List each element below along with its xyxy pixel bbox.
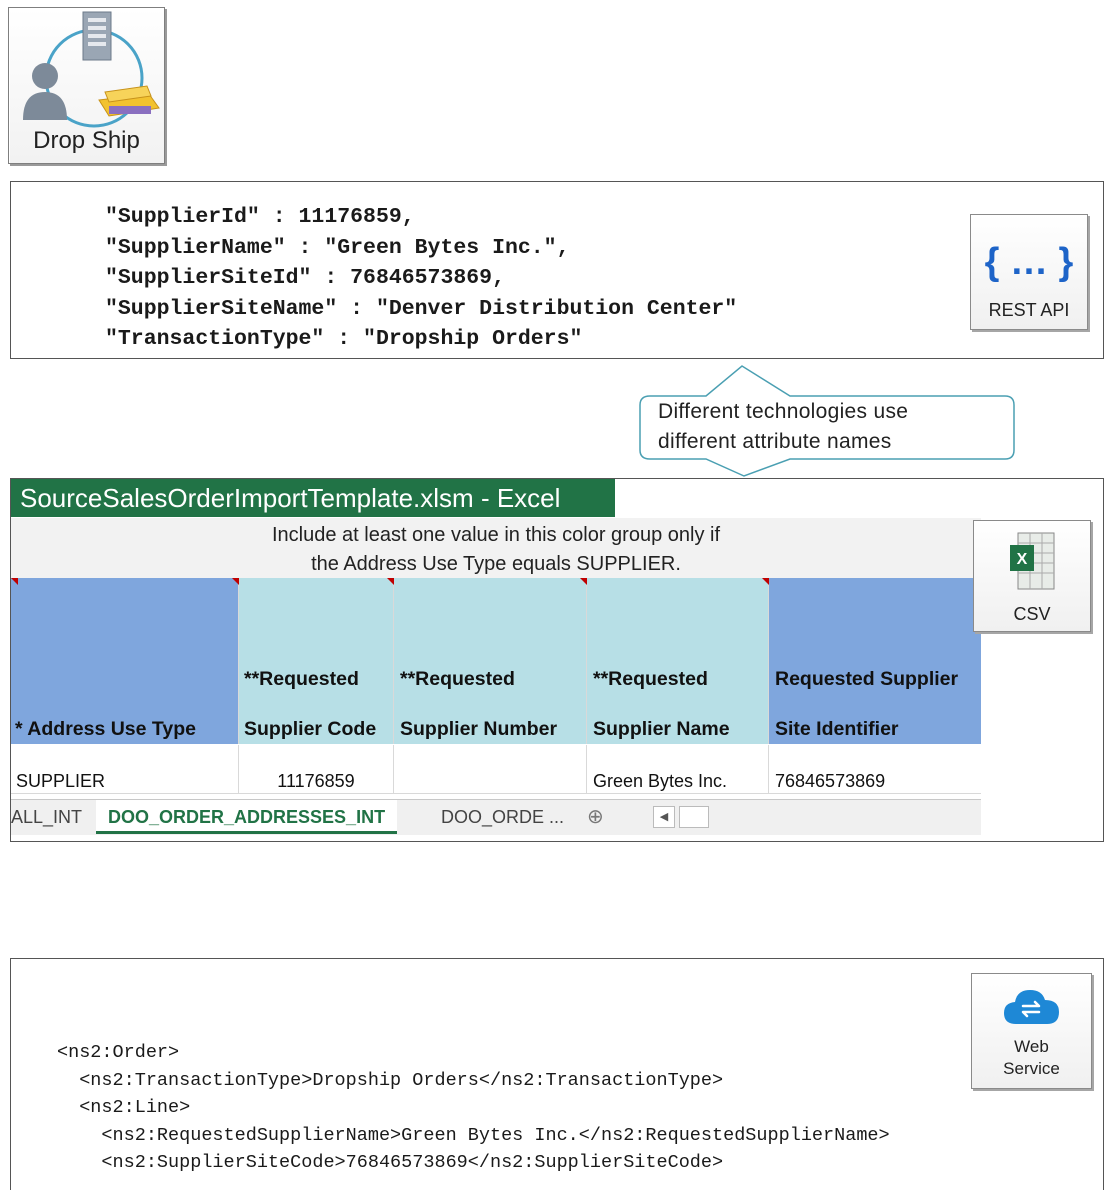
cell-supplier-code[interactable]: 11176859 (238, 745, 393, 793)
cloud-sync-icon (1004, 990, 1059, 1024)
cell-supplier-number[interactable] (393, 745, 586, 793)
drop-ship-tile[interactable]: Drop Ship (8, 7, 165, 164)
header-text: **Requested (244, 668, 359, 690)
web-service-tile[interactable]: Web Service (971, 973, 1092, 1089)
xml-line: <ns2:SupplierSiteCode>76846573869</ns2:S… (57, 1152, 724, 1173)
json-line: "SupplierSiteName" : "Denver Distributio… (105, 296, 738, 321)
json-line: "SupplierSiteId" : 76846573869, (105, 266, 505, 290)
cell-address-use-type[interactable]: SUPPLIER (16, 771, 106, 791)
web-service-label-line: Service (1003, 1059, 1060, 1078)
rest-api-tile[interactable]: { … } REST API (970, 214, 1088, 330)
color-group-note: Include at least one value in this color… (11, 518, 981, 578)
xml-line: <ns2:Order> (57, 1042, 180, 1063)
callout-line: Different technologies use (658, 400, 909, 423)
xml-line: <ns2:TransactionType>Dropship Orders</ns… (57, 1069, 724, 1091)
header-text: **Requested (593, 668, 708, 690)
header-address-use-type[interactable]: * Address Use Type (11, 578, 238, 744)
xml-payload: <ns2:Order> <ns2:TransactionType>Dropshi… (57, 1039, 890, 1177)
header-text: Requested Supplier (775, 668, 959, 690)
row-divider (11, 793, 981, 794)
svg-text:X: X (1017, 551, 1028, 568)
callout-line: different attribute names (658, 430, 892, 453)
web-service-label-line: Web (1014, 1037, 1049, 1056)
rest-api-label: REST API (988, 300, 1070, 320)
comment-indicator (762, 578, 769, 585)
cell-supplier-name[interactable]: Green Bytes Inc. (586, 745, 768, 793)
csv-label: CSV (1013, 604, 1051, 624)
header-text: Supplier Name (593, 718, 730, 740)
drop-ship-icon (23, 11, 160, 128)
comment-indicator (387, 578, 394, 585)
web-service-label: Web Service (972, 1036, 1091, 1080)
excel-csv-icon: X (1010, 532, 1055, 590)
sheet-tab-doo-order-addresses-int[interactable]: DOO_ORDER_ADDRESSES_INT (96, 800, 398, 834)
note-line: Include at least one value in this color… (271, 524, 721, 546)
web-service-payload-panel: <ns2:Order> <ns2:TransactionType>Dropshi… (10, 958, 1104, 1190)
json-line: "SupplierId" : 11176859, (105, 205, 415, 229)
json-line: "TransactionType" : "Dropship Orders" (105, 327, 583, 351)
sheet-tab-doo-orde[interactable]: DOO_ORDE ... (441, 807, 565, 827)
sheet-tab-all-int[interactable]: ALL_INT (11, 807, 83, 827)
header-text: Supplier Number (400, 718, 558, 740)
excel-window-title: SourceSalesOrderImportTemplate.xlsm - Ex… (11, 479, 615, 517)
xml-line: <ns2:Line> (57, 1097, 191, 1118)
note-line: the Address Use Type equals SUPPLIER. (311, 553, 681, 575)
json-payload: "SupplierId" : 11176859, "SupplierName" :… (105, 202, 737, 355)
comment-indicator (580, 578, 587, 585)
header-text: Site Identifier (775, 718, 899, 740)
callout-bubble (639, 365, 1015, 477)
cell-supplier-site-identifier[interactable]: 76846573869 (768, 745, 981, 793)
comment-indicator (11, 578, 18, 585)
rest-payload-panel: "SupplierId" : 11176859, "SupplierName" :… (10, 181, 1104, 359)
scroll-left-icon[interactable]: ◀ (653, 806, 675, 828)
callout-text: Different technologies use different att… (658, 397, 908, 457)
json-line: "SupplierName" : "Green Bytes Inc.", (105, 235, 570, 260)
header-text: Supplier Code (244, 718, 377, 740)
add-sheet-icon[interactable]: ⊕ (587, 806, 604, 828)
rest-api-icon: { … } (984, 241, 1074, 283)
sheet-tab-bar: ALL_INT DOO_ORDER_ADDRESSES_INT DOO_ORDE… (11, 799, 981, 835)
csv-tile[interactable]: X CSV (973, 520, 1091, 632)
xml-line: <ns2:RequestedSupplierName>Green Bytes I… (57, 1124, 890, 1146)
header-text: **Requested (400, 668, 515, 690)
comment-indicator (232, 578, 239, 585)
header-text: * Address Use Type (15, 718, 196, 740)
scrollbar-thumb[interactable] (679, 806, 709, 828)
drop-ship-label: Drop Ship (33, 127, 140, 154)
